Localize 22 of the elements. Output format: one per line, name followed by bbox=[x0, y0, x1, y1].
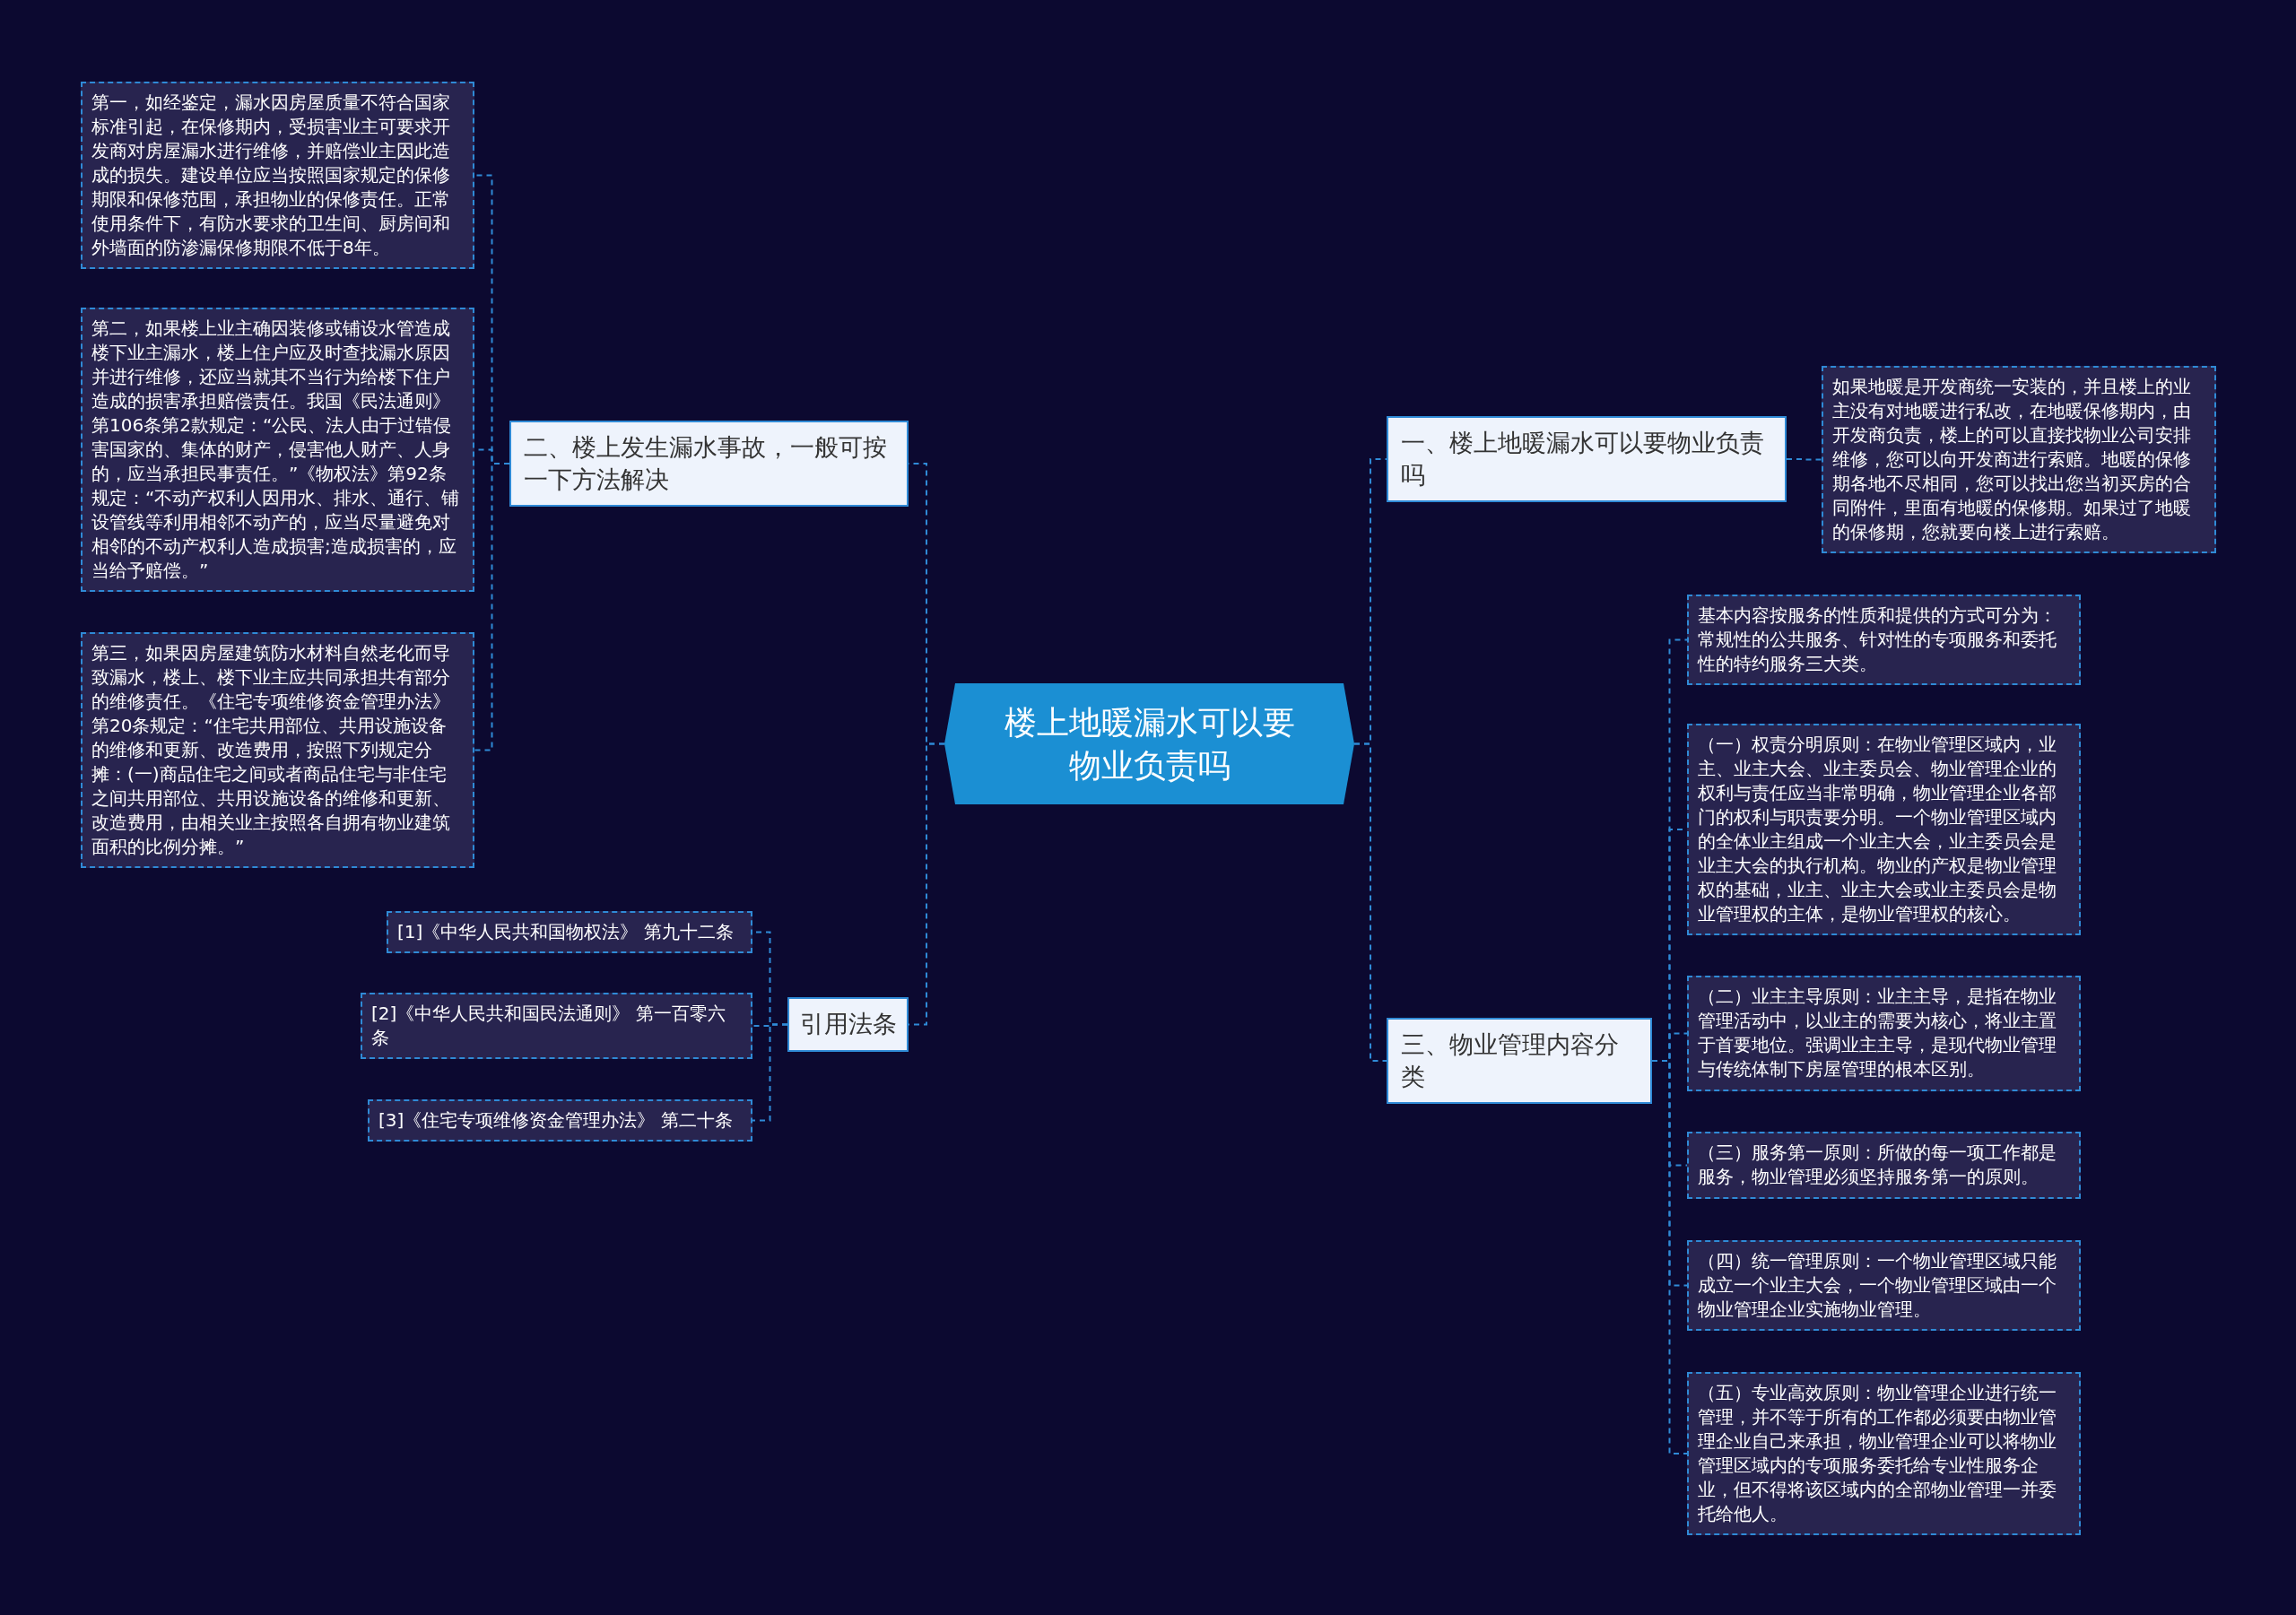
text-card: [3]《住宅专项维修资金管理办法》 第二十条 bbox=[368, 1099, 752, 1142]
text-card: [1]《中华人民共和国物权法》 第九十二条 bbox=[387, 911, 752, 953]
topic-box: 引用法条 bbox=[787, 997, 909, 1052]
connector-line bbox=[474, 463, 510, 751]
text-card: （四）统一管理原则：一个物业管理区域只能成立一个业主大会，一个物业管理区域由一个物业管理企业实施物业管理。 bbox=[1687, 1240, 2081, 1331]
text-card: 第二，如果楼上业主确因装修或铺设水管造成楼下业主漏水，楼上住户应及时查找漏水原因并进行维修，还应当就其不当行为给楼下住户造成的损害承担赔偿责任。我国《民法通则》第106条第2款规定：“公民、法人由于过错侵害国家的、集体的财产，侵害他人财产、人身的，应当承担民事责任。”《物权法》第92条规定：“不动产权利人因用水、排水、通行、铺设管线等利用相邻不动产的，应当尽量避免对相邻的不动产权利人造成损害;造成损害的，应当给予赔偿。” bbox=[81, 308, 474, 592]
text-card: （三）服务第一原则：所做的每一项工作都是服务，物业管理必须坚持服务第一的原则。 bbox=[1687, 1132, 2081, 1199]
text-card: （二）业主主导原则：业主主导，是指在物业管理活动中，以业主的需要为核心，将业主置于首要地位。强调业主主导，是现代物业管理与传统体制下房屋管理的根本区别。 bbox=[1687, 976, 2081, 1091]
text-card: [2]《中华人民共和国民法通则》 第一百零六条 bbox=[361, 993, 752, 1059]
topic-box: 二、楼上发生漏水事故，一般可按一下方法解决 bbox=[509, 421, 909, 507]
text-card: （一）权责分明原则：在物业管理区域内，业主、业主大会、业主委员会、物业管理企业的权利与责任应当非常明确，物业管理企业各部门的权利与职责要分明。一个物业管理区域内的全体业主组成一个业主大会，业主委员会是业主大会的执行机构。物业的产权是物业管理权的基础，业主、业主大会或业主委员会是物业管理权的主体，是物业管理权的核心。 bbox=[1687, 724, 2081, 935]
topic-box: 一、楼上地暖漏水可以要物业负责吗 bbox=[1387, 416, 1787, 502]
text-card: 第一，如经鉴定，漏水因房屋质量不符合国家标准引起，在保修期内，受损害业主可要求开发商对房屋漏水进行维修，并赔偿业主因此造成的损失。建设单位应当按照国家规定的保修期限和保修范围，承担物业的保修责任。正常使用条件下，有防水要求的卫生间、厨房间和外墙面的防渗漏保修期限不低于8年。 bbox=[81, 82, 474, 269]
text-card: 如果地暖是开发商统一安装的，并且楼上的业主没有对地暖进行私改，在地暖保修期内，由开发商负责，楼上的可以直接找物业公司安排维修，您可以向开发商进行索赔。地暖的保修期各地不尽相同，您可以找出您当初买房的合同附件，里面有地暖的保修期。如果过了地暖的保修期，您就要向楼上进行索赔。 bbox=[1822, 366, 2216, 553]
text-card: 第三，如果因房屋建筑防水材料自然老化而导致漏水，楼上、楼下业主应共同承担共有部分的维修责任。《住宅专项维修资金管理办法》第20条规定：“住宅共用部位、共用设施设备的维修和更新、改造费用，按照下列规定分摊：(一)商品住宅之间或者商品住宅与非住宅之间共用部位、共用设施设备的维修和更新、改造费用，由相关业主按照各自拥有物业建筑面积的比例分摊。” bbox=[81, 632, 474, 868]
text-card: 基本内容按服务的性质和提供的方式可分为：常规性的公共服务、针对性的专项服务和委托性的特约服务三大类。 bbox=[1687, 595, 2081, 685]
topic-box: 三、物业管理内容分类 bbox=[1387, 1018, 1652, 1104]
connector-line bbox=[908, 742, 945, 1026]
text-card: （五）专业高效原则：物业管理企业进行统一管理，并不等于所有的工作都必须要由物业管理企业自己来承担，物业管理企业可以将物业管理区域内的专项服务委托给专业性服务企业，但不得将该区域内的全部物业管理一并委托给他人。 bbox=[1687, 1372, 2081, 1535]
connector-line bbox=[1786, 458, 1822, 461]
connector-line bbox=[752, 1023, 788, 1122]
connector-line bbox=[1353, 742, 1387, 1062]
